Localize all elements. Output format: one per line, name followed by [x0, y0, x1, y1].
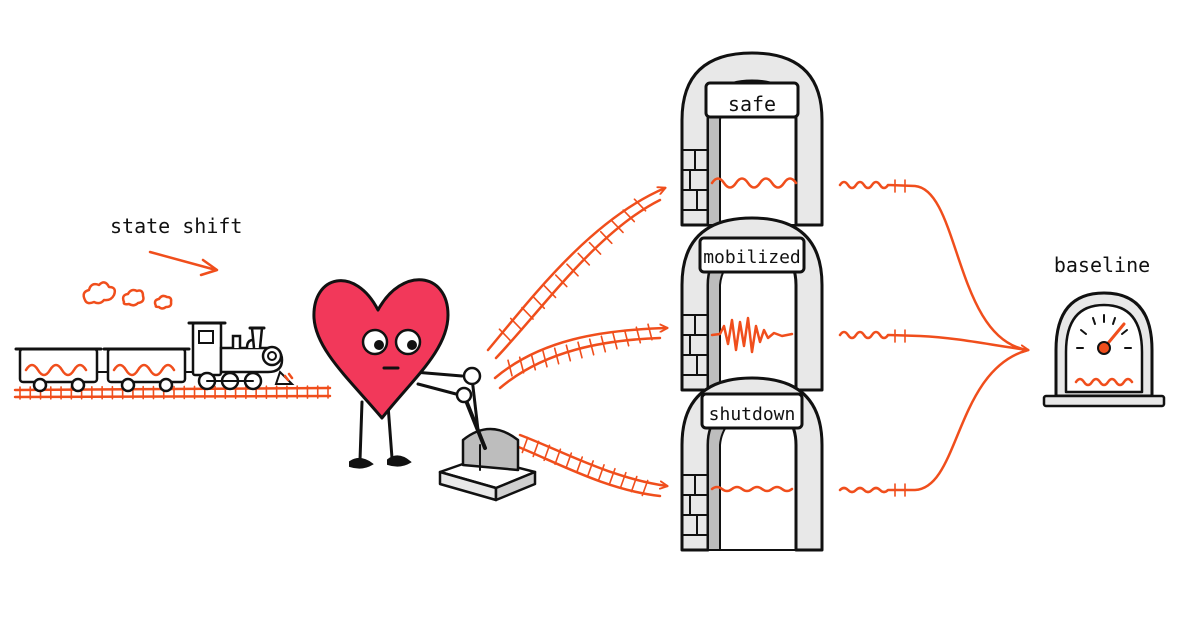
state-shift-arrowhead	[199, 258, 219, 277]
baseline-label: baseline	[1054, 253, 1150, 277]
shutdown-wave	[710, 485, 794, 493]
tunnel-safe	[680, 51, 824, 227]
tunnel-icon	[680, 51, 824, 227]
state-shift-arrow	[148, 250, 218, 272]
mobilized-wave	[710, 316, 794, 354]
rail-to-shutdown	[514, 433, 667, 498]
safe-wave	[710, 177, 798, 189]
tunnel-shutdown	[680, 376, 824, 552]
rail-to-safe	[486, 188, 665, 360]
safe-label: safe	[728, 92, 776, 116]
train-icon	[13, 281, 332, 400]
rail-to-mobilized	[493, 323, 667, 390]
gauge-icon	[1042, 291, 1166, 408]
tunnel-mobilized	[680, 216, 824, 392]
exit-rails	[838, 179, 1028, 497]
shutdown-label: shutdown	[709, 404, 796, 425]
mobilized-label: mobilized	[703, 247, 801, 268]
heart-character-icon	[312, 278, 464, 469]
state-shift-label: state shift	[110, 214, 242, 238]
smoke-icon	[82, 281, 173, 310]
lever-icon	[438, 366, 537, 502]
